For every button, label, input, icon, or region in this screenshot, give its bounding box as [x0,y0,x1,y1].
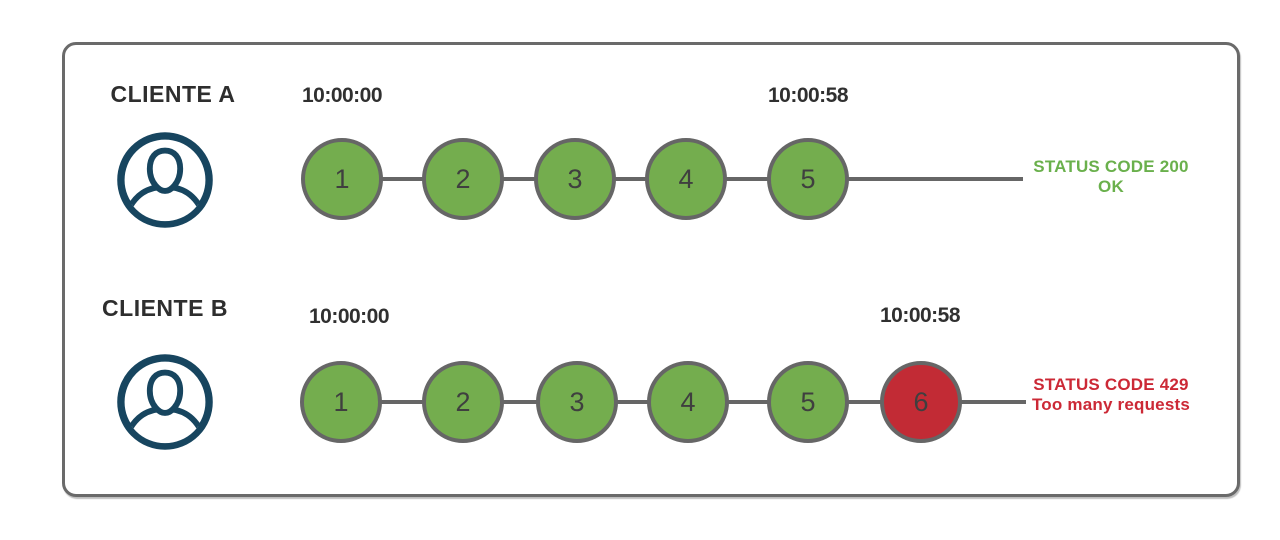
request-node-rate-limited: 6 [880,361,962,443]
request-number: 1 [334,163,350,194]
user-avatar-icon [116,353,214,451]
client-label: CLIENTE B [102,295,228,321]
request-number: 2 [455,163,471,194]
request-number: 5 [800,163,816,194]
request-number: 5 [800,386,816,417]
window-start-timestamp: 10:00:00 [301,84,383,107]
request-node: 1 [300,361,382,443]
request-node: 5 [767,138,849,220]
status-code-line: STATUS CODE 429 [1033,375,1189,394]
status-message-line: OK [1098,177,1124,196]
request-number: 4 [680,386,696,417]
window-start-timestamp: 10:00:00 [308,305,390,328]
status-message-line: Too many requests [1031,395,1190,414]
request-node: 3 [534,138,616,220]
request-node: 3 [536,361,618,443]
request-node: 5 [767,361,849,443]
request-number: 6 [913,386,929,417]
request-number: 3 [569,386,585,417]
request-node: 2 [422,361,504,443]
request-number: 1 [333,386,349,417]
diagram-frame [62,42,1240,497]
request-node: 2 [422,138,504,220]
request-node: 4 [647,361,729,443]
status-code-line: STATUS CODE 200 [1033,157,1189,176]
request-number: 2 [455,386,471,417]
request-number: 4 [678,163,694,194]
status-text: STATUS CODE 200 OK [1025,157,1197,197]
user-avatar-icon [116,131,214,229]
window-end-timestamp: 10:00:58 [767,84,849,107]
status-text: STATUS CODE 429 Too many requests [1025,375,1197,415]
request-node: 4 [645,138,727,220]
request-node: 1 [301,138,383,220]
client-label: CLIENTE A [110,81,236,107]
window-end-timestamp: 10:00:58 [879,304,961,327]
request-number: 3 [567,163,583,194]
